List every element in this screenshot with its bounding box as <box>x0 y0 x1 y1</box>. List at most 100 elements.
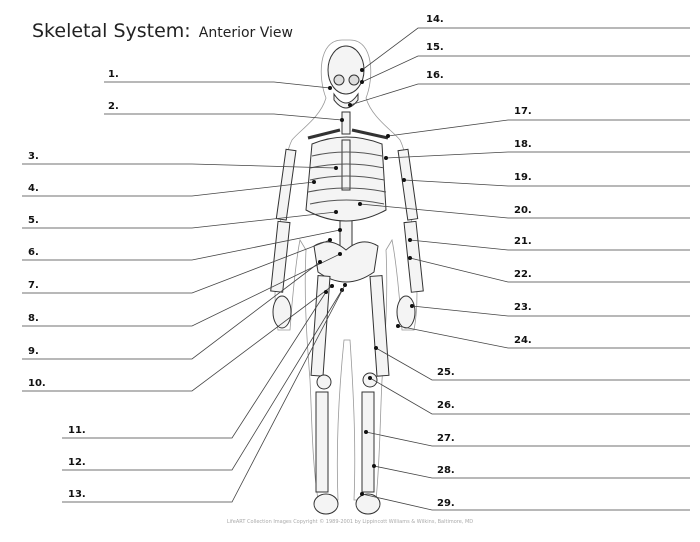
label-number-9: 9. <box>28 346 39 357</box>
leader-dot-22 <box>408 256 412 260</box>
humerus-right <box>397 148 419 221</box>
eye-socket-left <box>333 74 345 86</box>
leader-dot-23 <box>410 304 414 308</box>
label-leaders <box>22 27 690 511</box>
skull <box>327 45 365 95</box>
sternum <box>341 139 351 191</box>
leader-line-12 <box>62 289 343 471</box>
leader-dot-25 <box>374 346 378 350</box>
label-number-11: 11. <box>68 425 86 436</box>
label-number-16: 16. <box>426 70 444 81</box>
leader-dot-27 <box>364 430 368 434</box>
leader-line-17 <box>387 119 690 137</box>
leader-line-18 <box>385 151 690 159</box>
label-number-25: 25. <box>437 367 455 378</box>
pelvis <box>313 241 379 283</box>
clavicle-right <box>351 128 389 140</box>
leader-line-29 <box>361 493 690 511</box>
leader-line-2 <box>104 113 343 121</box>
leader-line-19 <box>403 179 690 187</box>
label-number-28: 28. <box>437 465 455 476</box>
label-number-15: 15. <box>426 42 444 53</box>
leader-line-20 <box>359 203 690 219</box>
label-number-3: 3. <box>28 151 39 162</box>
leader-dot-18 <box>384 156 388 160</box>
leader-dot-20 <box>358 202 362 206</box>
hand-right <box>396 295 416 329</box>
label-number-24: 24. <box>514 335 532 346</box>
leader-dot-28 <box>372 464 376 468</box>
leader-line-13 <box>62 284 346 503</box>
leader-dot-8 <box>338 252 342 256</box>
leader-line-6 <box>22 229 341 261</box>
leader-dot-26 <box>368 376 372 380</box>
label-number-6: 6. <box>28 247 39 258</box>
label-number-27: 27. <box>437 433 455 444</box>
leader-dot-7 <box>328 238 332 242</box>
leader-line-5 <box>22 211 337 229</box>
leader-line-10 <box>22 285 333 392</box>
leader-line-23 <box>411 305 690 317</box>
leader-line-28 <box>373 465 690 479</box>
leader-line-27 <box>365 431 690 447</box>
leader-dot-19 <box>402 178 406 182</box>
femur-right <box>369 275 390 377</box>
leader-line-16 <box>349 83 690 106</box>
tibia-right <box>361 391 375 493</box>
label-number-7: 7. <box>28 280 39 291</box>
leader-dot-9 <box>318 260 322 264</box>
leader-line-3 <box>22 163 337 169</box>
copyright-text: LifeART Collection Images Copyright © 19… <box>226 519 474 525</box>
forearm-left <box>270 220 291 293</box>
leader-dot-11 <box>324 290 328 294</box>
leader-line-14 <box>361 27 690 71</box>
foot-left <box>313 493 339 515</box>
leader-dot-5 <box>334 210 338 214</box>
label-number-4: 4. <box>28 183 39 194</box>
leader-dot-15 <box>360 80 364 84</box>
subtitle-text: Anterior View <box>198 25 293 41</box>
label-number-29: 29. <box>437 498 455 509</box>
leader-line-26 <box>369 377 690 415</box>
leader-line-4 <box>22 181 315 197</box>
leader-dot-24 <box>396 324 400 328</box>
label-number-12: 12. <box>68 457 86 468</box>
label-number-5: 5. <box>28 215 39 226</box>
label-number-2: 2. <box>108 101 119 112</box>
leader-line-8 <box>22 253 341 327</box>
leader-line-1 <box>104 81 331 89</box>
label-number-26: 26. <box>437 400 455 411</box>
skeleton-illustration <box>270 39 424 515</box>
eye-socket-right <box>348 74 360 86</box>
leader-line-9 <box>22 261 321 360</box>
leader-dot-21 <box>408 238 412 242</box>
leader-dot-1 <box>328 86 332 90</box>
leader-line-11 <box>62 291 327 439</box>
mandible <box>333 92 359 109</box>
label-number-20: 20. <box>514 205 532 216</box>
label-number-17: 17. <box>514 106 532 117</box>
label-number-22: 22. <box>514 269 532 280</box>
foot-right <box>355 493 381 515</box>
leader-dot-6 <box>338 228 342 232</box>
leader-dot-3 <box>334 166 338 170</box>
leader-dot-29 <box>360 492 364 496</box>
leader-dot-4 <box>312 180 316 184</box>
leader-dot-16 <box>348 103 352 107</box>
leader-dot-2 <box>340 118 344 122</box>
title-text: Skeletal System: <box>32 20 191 42</box>
label-number-23: 23. <box>514 302 532 313</box>
label-number-13: 13. <box>68 489 86 500</box>
leader-line-22 <box>409 257 690 283</box>
leader-line-15 <box>361 55 690 83</box>
leader-line-25 <box>375 347 690 381</box>
leader-dot-13 <box>343 283 347 287</box>
forearm-right <box>403 220 424 293</box>
leader-line-7 <box>22 239 331 294</box>
cervical-spine <box>341 111 351 135</box>
page-title: Skeletal System: Anterior View <box>32 20 293 42</box>
patella-left <box>316 374 332 390</box>
leader-dot-14 <box>360 68 364 72</box>
